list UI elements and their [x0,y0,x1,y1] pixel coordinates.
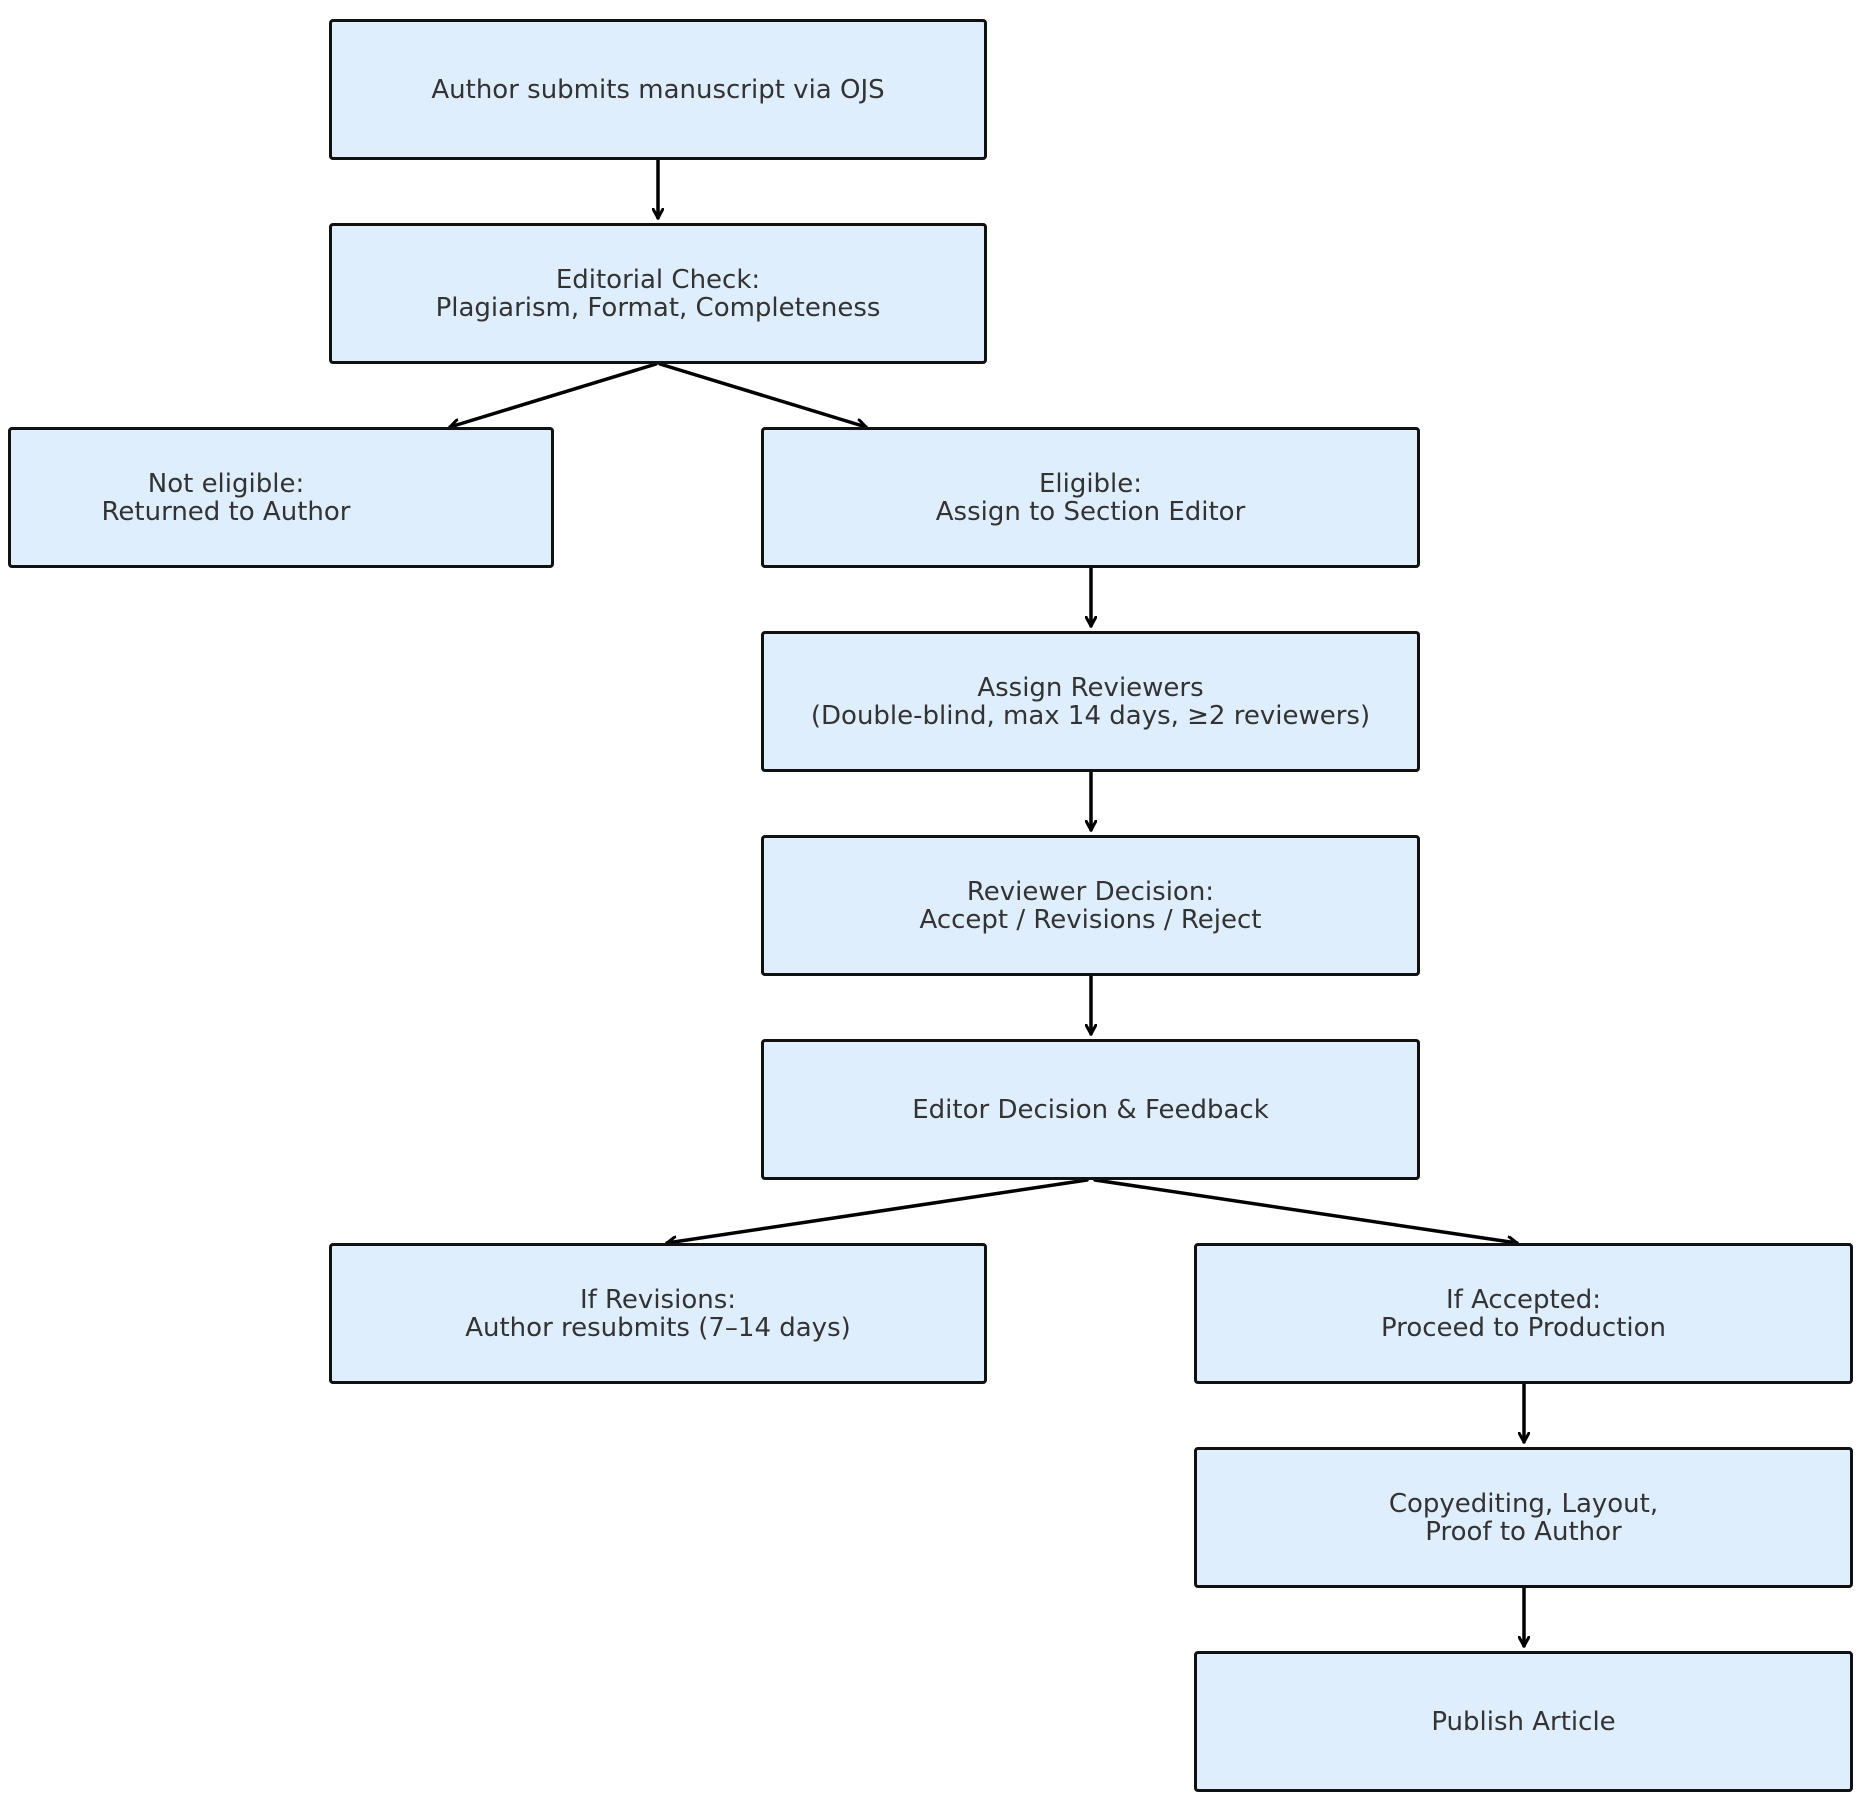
arrow-editor-decision-to-accepted [1093,1178,1519,1243]
node-publish-article-label: Publish Article [1431,1706,1616,1737]
node-assign-reviewers-label: Assign Reviewers (Double-blind, max 14 d… [810,672,1371,731]
arrow-editor-decision-to-revisions [665,1178,1089,1243]
node-reviewer-decision: Reviewer Decision: Accept / Revisions / … [761,835,1420,976]
node-editor-decision: Editor Decision & Feedback [761,1039,1420,1180]
node-not-eligible: Not eligible: Returned to Author [8,427,554,568]
node-if-accepted: If Accepted: Proceed to Production [1194,1243,1853,1384]
node-copyediting-label: Copyediting, Layout, Proof to Author [1388,1488,1659,1547]
node-editorial-check-label: Editorial Check: Plagiarism, Format, Com… [435,264,881,323]
arrow-check-to-not-eligible [448,362,658,427]
node-eligible-label: Eligible: Assign to Section Editor [935,468,1246,527]
node-editor-decision-label: Editor Decision & Feedback [912,1094,1269,1125]
node-author-submits-label: Author submits manuscript via OJS [431,74,885,105]
node-author-submits: Author submits manuscript via OJS [329,19,987,160]
node-not-eligible-label: Not eligible: Returned to Author [101,468,351,527]
node-eligible: Eligible: Assign to Section Editor [761,427,1420,568]
node-if-revisions: If Revisions: Author resubmits (7–14 day… [329,1243,987,1384]
node-editorial-check: Editorial Check: Plagiarism, Format, Com… [329,223,987,364]
node-if-revisions-label: If Revisions: Author resubmits (7–14 day… [465,1284,851,1343]
node-publish-article: Publish Article [1194,1651,1853,1792]
arrow-check-to-eligible [658,362,868,427]
node-copyediting: Copyediting, Layout, Proof to Author [1194,1447,1853,1588]
node-if-accepted-label: If Accepted: Proceed to Production [1381,1284,1666,1343]
node-reviewer-decision-label: Reviewer Decision: Accept / Revisions / … [919,876,1262,935]
node-assign-reviewers: Assign Reviewers (Double-blind, max 14 d… [761,631,1420,772]
